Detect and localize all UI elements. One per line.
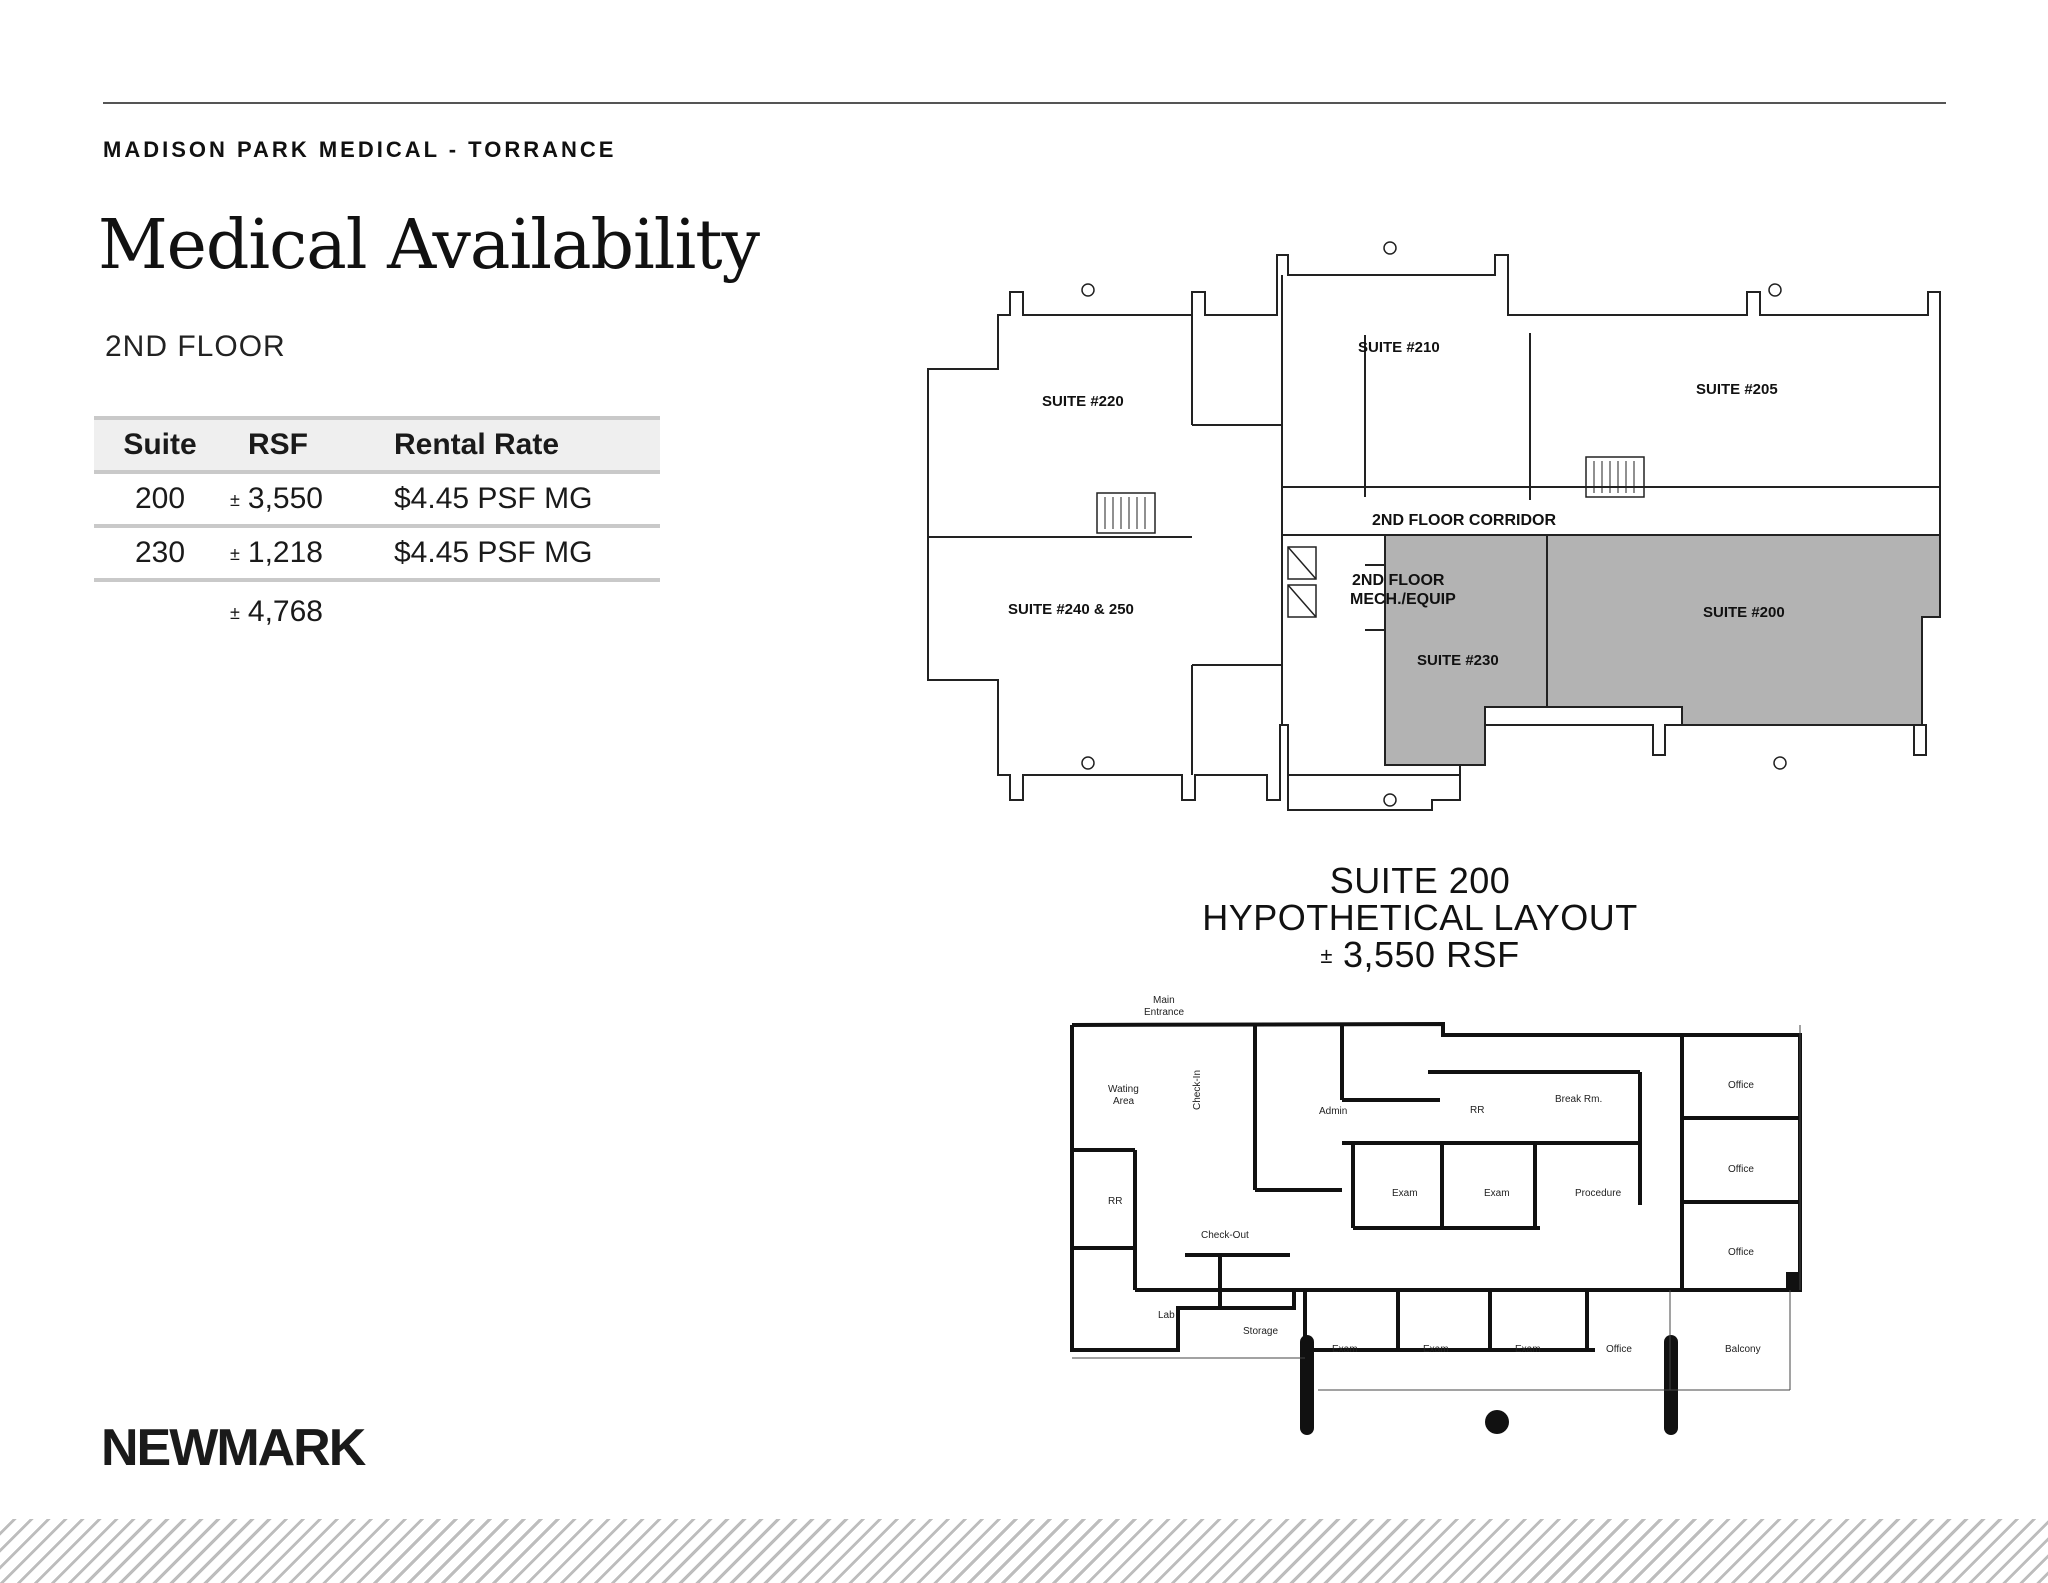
cell-rsf: ±3,550 xyxy=(226,482,394,516)
top-rule xyxy=(103,102,1946,104)
cell-rate: $4.45 PSF MG xyxy=(394,536,593,569)
label-rr-top: RR xyxy=(1470,1105,1484,1116)
plusminus-sign: ± xyxy=(230,603,240,623)
layout-rsf-value: 3,550 RSF xyxy=(1342,934,1520,975)
cell-suite: 200 xyxy=(134,482,186,515)
cell-suite: 230 xyxy=(134,536,186,569)
label-waiting-2: Area xyxy=(1113,1096,1135,1107)
table-row: 230 ±1,218 $4.45 PSF MG xyxy=(94,528,660,582)
label-mech-line1: 2ND FLOOR xyxy=(1352,572,1445,589)
label-corridor: 2ND FLOOR CORRIDOR xyxy=(1372,512,1556,529)
availability-table: Suite RSF Rental Rate 200 ±3,550 $4.45 P… xyxy=(94,416,660,642)
floor-label: 2ND FLOOR xyxy=(105,330,286,363)
label-main-entrance-1: Main xyxy=(1153,995,1175,1006)
table-total-row: ±4,768 xyxy=(94,582,660,642)
label-main-entrance-2: Entrance xyxy=(1144,1007,1184,1018)
label-suite-210: SUITE #210 xyxy=(1358,339,1440,356)
label-lab: Lab xyxy=(1158,1310,1175,1321)
label-suite-220: SUITE #220 xyxy=(1042,393,1124,410)
suite-200-shade xyxy=(1546,534,1941,726)
property-name: MADISON PARK MEDICAL - TORRANCE xyxy=(103,137,617,162)
label-exam-3: Exam xyxy=(1332,1344,1358,1355)
label-rr-left: RR xyxy=(1108,1196,1122,1207)
label-procedure: Procedure xyxy=(1575,1188,1622,1199)
label-check-out: Check-Out xyxy=(1201,1230,1249,1241)
newmark-logo: NEWMARK xyxy=(101,1419,366,1477)
label-balcony: Balcony xyxy=(1725,1344,1761,1355)
plusminus-sign: ± xyxy=(230,544,240,564)
cell-total-rsf: ±4,768 xyxy=(226,595,394,629)
suite-200-layout-plan: Main Entrance Wating Area Check-In Admin… xyxy=(1070,995,1802,1435)
label-exam-1: Exam xyxy=(1392,1188,1418,1199)
label-exam-5: Exam xyxy=(1515,1344,1541,1355)
label-office-2: Office xyxy=(1728,1164,1754,1175)
rsf-value: 1,218 xyxy=(247,536,323,569)
label-waiting-1: Wating xyxy=(1108,1084,1139,1095)
label-office-1: Office xyxy=(1728,1080,1754,1091)
layout-title-line1: SUITE 200 xyxy=(1329,860,1511,901)
suite-230-shade xyxy=(1384,534,1548,766)
label-mech-line2: MECH./EQUIP xyxy=(1350,591,1456,608)
header-suite: Suite xyxy=(123,428,197,461)
label-suite-200: SUITE #200 xyxy=(1703,604,1785,621)
suite-layout-title: SUITE 200 HYPOTHETICAL LAYOUT ±3,550 RSF xyxy=(1150,862,1690,978)
table-row: 200 ±3,550 $4.45 PSF MG xyxy=(94,474,660,528)
second-floor-plan: SUITE #220 SUITE #210 SUITE #205 SUITE #… xyxy=(927,241,1941,811)
label-suite-230: SUITE #230 xyxy=(1417,652,1499,669)
page-title: Medical Availability xyxy=(98,206,760,285)
table-header-row: Suite RSF Rental Rate xyxy=(94,416,660,474)
label-admin: Admin xyxy=(1319,1106,1347,1117)
label-exam-2: Exam xyxy=(1484,1188,1510,1199)
header-rental-rate: Rental Rate xyxy=(394,428,560,461)
label-exam-4: Exam xyxy=(1423,1344,1449,1355)
rsf-value: 3,550 xyxy=(247,482,323,515)
plusminus-sign: ± xyxy=(230,490,240,510)
layout-title-line2: HYPOTHETICAL LAYOUT xyxy=(1202,897,1638,938)
plusminus-sign: ± xyxy=(1320,943,1333,968)
total-rsf-value: 4,768 xyxy=(247,595,323,628)
header-rsf: RSF xyxy=(248,428,308,461)
cell-rate: $4.45 PSF MG xyxy=(394,482,593,515)
label-storage: Storage xyxy=(1243,1326,1278,1337)
label-break-room: Break Rm. xyxy=(1555,1094,1602,1105)
label-office-3: Office xyxy=(1728,1247,1754,1258)
label-office-4: Office xyxy=(1606,1344,1632,1355)
label-check-in: Check-In xyxy=(1192,1070,1203,1110)
label-suite-205: SUITE #205 xyxy=(1696,381,1778,398)
footer-stripe-band xyxy=(0,1519,2048,1583)
cell-rsf: ±1,218 xyxy=(226,536,394,570)
label-suite-240-250: SUITE #240 & 250 xyxy=(1008,601,1134,618)
layout-title-line3: ±3,550 RSF xyxy=(1150,936,1690,978)
